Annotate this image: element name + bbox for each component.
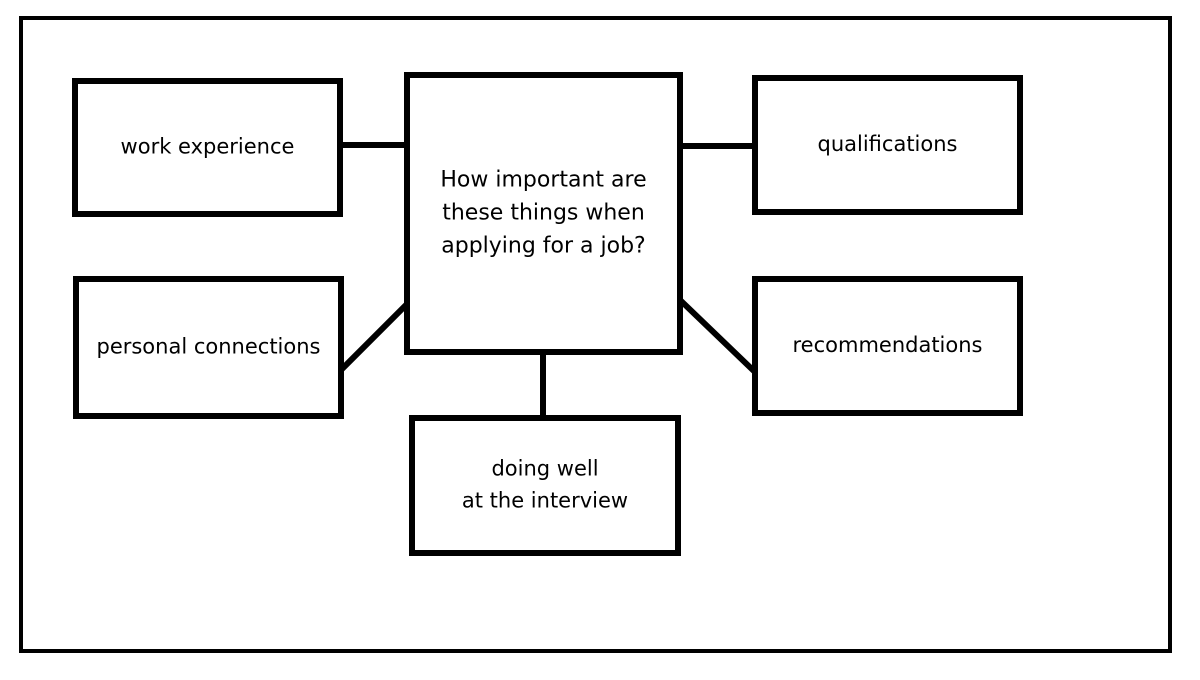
- node-box-central-question[interactable]: [404, 72, 683, 355]
- outer-frame: [19, 16, 1172, 653]
- node-label-personal-connections: personal connections: [96, 335, 320, 359]
- node-box-personal-connections[interactable]: [73, 276, 344, 419]
- node-label-recommendations: recommendations: [793, 333, 983, 357]
- node-personal-connections[interactable]: personal connections: [73, 276, 344, 419]
- node-box-doing-well-interview[interactable]: [409, 415, 681, 556]
- node-box-work-experience[interactable]: [72, 78, 343, 217]
- node-label-qualifications: qualifications: [818, 132, 958, 156]
- connector-recommendations: [676, 296, 759, 376]
- node-recommendations[interactable]: recommendations: [752, 276, 1023, 416]
- node-work-experience[interactable]: work experience: [72, 78, 343, 217]
- node-box-recommendations[interactable]: [752, 276, 1023, 416]
- connector-personal-connections: [336, 298, 413, 375]
- node-box-qualifications[interactable]: [752, 75, 1023, 215]
- node-label-work-experience: work experience: [121, 135, 295, 159]
- node-qualifications[interactable]: qualifications: [752, 75, 1023, 215]
- connector-group: [336, 142, 759, 420]
